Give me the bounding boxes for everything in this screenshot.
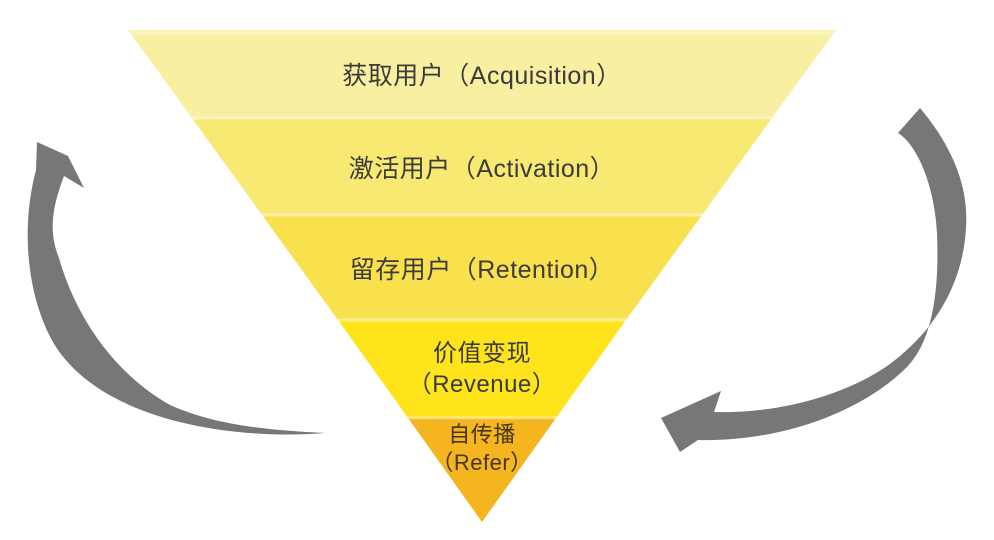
funnel-label-acquisition: 获取用户（Acquisition） xyxy=(232,30,732,118)
funnel-label-refer-text-en: （Refer） xyxy=(431,450,533,475)
cycle-arrow-right-path xyxy=(661,108,967,452)
funnel-label-refer-text-zh: 自传播 xyxy=(448,422,516,447)
funnel-label-revenue-text-en: （Revenue） xyxy=(407,371,557,398)
funnel-label-retention: 留存用户（Retention） xyxy=(232,215,732,320)
cycle-arrow-left-path xyxy=(27,142,326,435)
funnel-label-revenue-text-zh: 价值变现 xyxy=(433,340,531,367)
funnel-label-activation: 激活用户（Activation） xyxy=(232,118,732,215)
funnel-layer-activation-shape xyxy=(192,118,772,215)
cycle-arrow-left-icon xyxy=(27,142,326,435)
funnel-label-revenue: 价值变现 （Revenue） xyxy=(232,320,732,418)
cycle-arrow-right-icon xyxy=(661,108,967,452)
funnel-label-activation-text: 激活用户（Activation） xyxy=(348,154,616,183)
funnel-label-refer: 自传播 （Refer） xyxy=(232,420,732,478)
funnel-layer-refer-shape xyxy=(408,418,556,522)
funnel-layer-acquisition-shape xyxy=(128,30,836,118)
funnel-label-retention-text: 留存用户（Retention） xyxy=(349,255,615,284)
funnel-layer-revenue-shape xyxy=(338,320,626,418)
funnel-layer-retention-shape xyxy=(262,215,702,320)
funnel-label-acquisition-text: 获取用户（Acquisition） xyxy=(342,62,622,90)
